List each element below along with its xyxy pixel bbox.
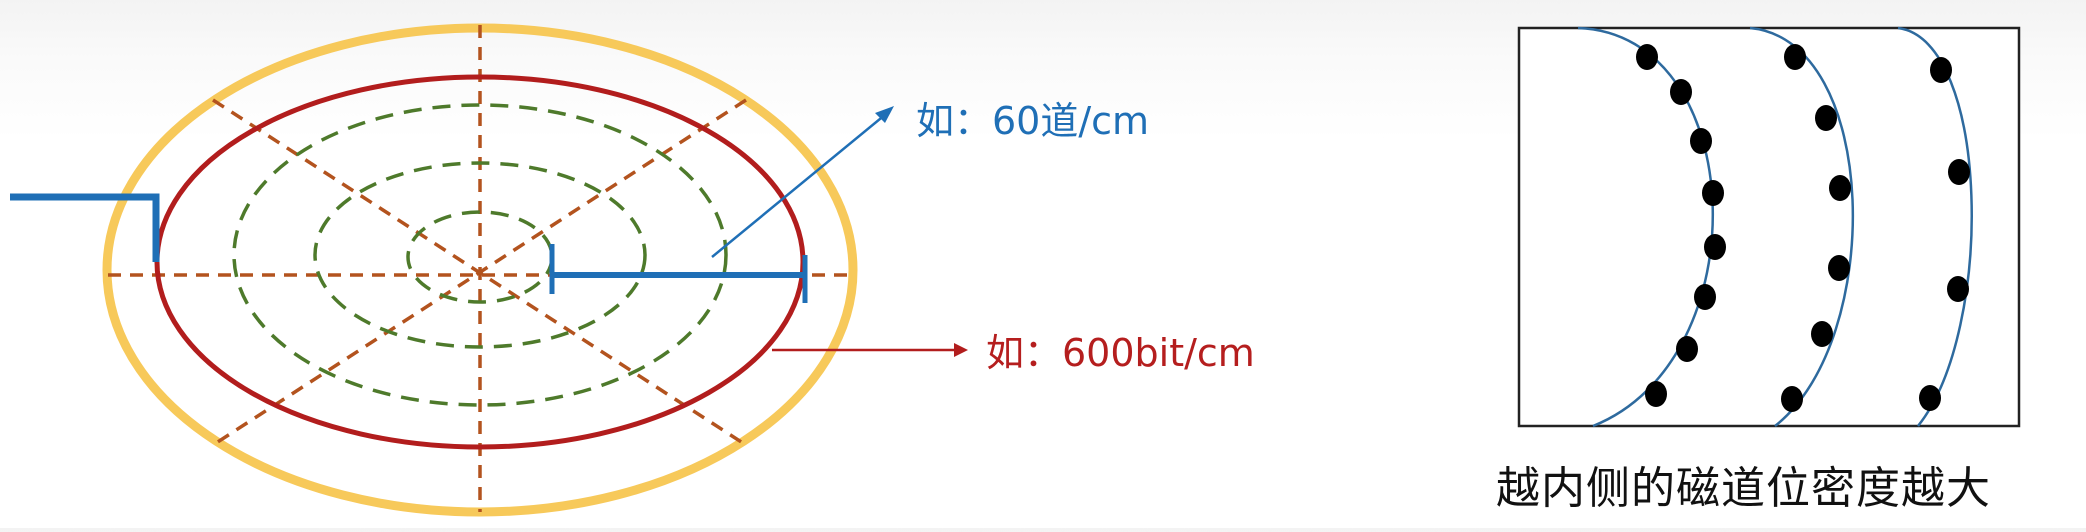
linear-arrow <box>772 343 968 357</box>
dot <box>1811 321 1833 347</box>
dot <box>1636 44 1658 70</box>
linear-arrowhead <box>954 343 968 357</box>
track-density-label: 如：60道/cm <box>916 99 1150 143</box>
dot <box>1784 44 1806 70</box>
dot <box>1645 381 1667 407</box>
dot <box>1829 175 1851 201</box>
dot <box>1670 79 1692 105</box>
density-arrowhead <box>875 106 894 123</box>
dot <box>1676 336 1698 362</box>
dot <box>1815 105 1837 131</box>
dot <box>1690 128 1712 154</box>
dot <box>1948 159 1970 185</box>
dot <box>1919 385 1941 411</box>
track-inner-medium <box>313 161 647 349</box>
density-panel <box>1517 26 2021 428</box>
density-caption: 越内侧的磁道位密度越大 <box>1496 463 1991 514</box>
outer-track <box>154 74 806 450</box>
density-arrow-line <box>711 113 887 258</box>
dot <box>1781 386 1803 412</box>
track-inner-large <box>232 103 728 407</box>
radius-bar <box>549 244 808 303</box>
dot <box>1702 180 1724 206</box>
arc-line-3 <box>1897 26 1973 427</box>
dot <box>1930 57 1952 83</box>
dot <box>1947 276 1969 302</box>
sector-line-diagonal-2 <box>212 98 747 447</box>
track-dots <box>1636 44 1970 412</box>
density-arrow <box>711 106 894 258</box>
dot <box>1704 234 1726 260</box>
density-panel-frame <box>1517 26 2021 428</box>
dot <box>1828 255 1850 281</box>
head-arm <box>10 193 160 262</box>
bit-density-label: 如：600bit/cm <box>986 331 1255 375</box>
dot <box>1694 284 1716 310</box>
